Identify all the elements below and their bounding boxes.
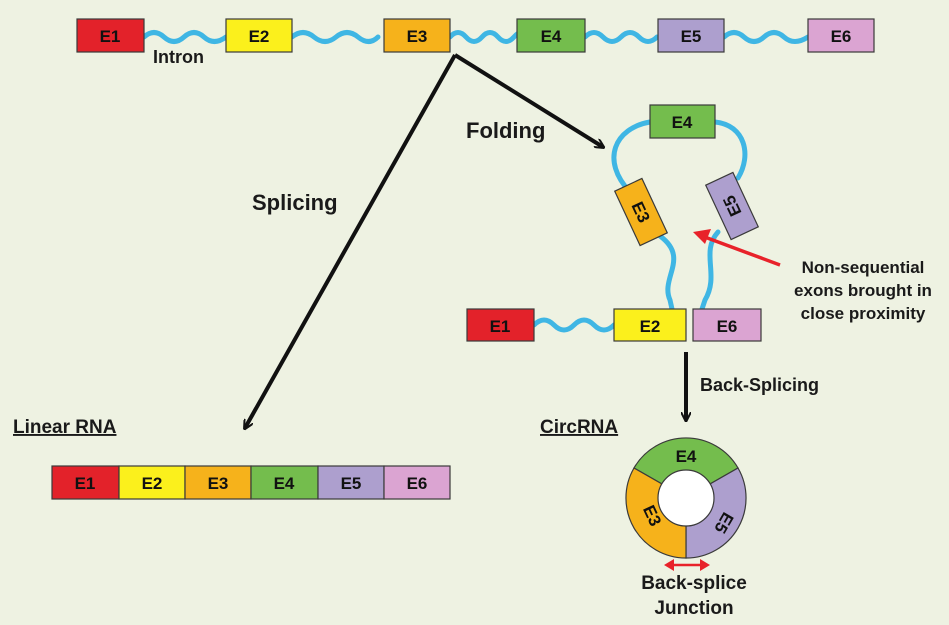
folding-arrow <box>453 53 603 147</box>
junction-double-arrow <box>664 559 710 571</box>
linear-rna: E1 E2 E3 E4 E5 E6 <box>51 465 451 500</box>
proximity-line-3: close proximity <box>801 304 926 323</box>
exon-label: E5 <box>681 27 702 46</box>
fold-exon-e2: E2 <box>613 308 687 342</box>
fold-stem-right <box>699 229 721 312</box>
junction-label-line-2: Junction <box>654 598 733 619</box>
exon-label: E5 <box>341 474 362 493</box>
junction-arrow-head-left <box>664 559 674 571</box>
intron-5-6 <box>721 30 811 44</box>
fold-exon-e6: E6 <box>692 308 762 342</box>
exon-e4: E4 <box>516 18 586 53</box>
junction-label-line-1: Back-splice <box>641 573 747 594</box>
exon-e5: E5 <box>657 18 725 53</box>
circrna-ring: E4 E5 E3 <box>625 437 747 559</box>
linear-rna-heading: Linear RNA <box>13 417 117 438</box>
exon-label: E1 <box>100 27 121 46</box>
fold-loop-right <box>712 119 748 181</box>
intron-3-4 <box>447 30 531 44</box>
linear-exon-e2: E2 <box>118 465 186 500</box>
fold-loop <box>611 119 653 195</box>
linear-exon-e5: E5 <box>317 465 385 500</box>
exon-label: E6 <box>407 474 428 493</box>
splicing-arrow <box>245 54 457 428</box>
exon-e2: E2 <box>225 18 293 53</box>
fold-tail-left <box>531 317 617 333</box>
exon-label: E3 <box>407 27 428 46</box>
exon-label: E1 <box>490 317 511 336</box>
exon-label: E6 <box>831 27 852 46</box>
fold-stem-left <box>657 233 677 312</box>
proximity-arrow-head <box>693 229 711 244</box>
linear-exon-e3: E3 <box>184 465 252 500</box>
pre-mrna: E1 E2 E3 E4 E5 E6 Intron <box>76 18 875 67</box>
exon-label: E4 <box>672 113 693 132</box>
exon-label: E2 <box>142 474 163 493</box>
exon-e3: E3 <box>383 18 451 53</box>
intron-label: Intron <box>153 47 204 67</box>
proximity-line-2: exons brought in <box>794 281 932 300</box>
ring-label-e4: E4 <box>676 447 697 466</box>
intron-1-2 <box>141 30 229 44</box>
exon-label: E6 <box>717 317 738 336</box>
fold-exon-e5: E5 <box>704 171 760 241</box>
linear-exon-e4: E4 <box>250 465 319 500</box>
proximity-arrow-shaft <box>701 234 781 267</box>
back-splicing-label: Back-Splicing <box>700 375 819 395</box>
exon-label: E4 <box>541 27 562 46</box>
exon-label: E4 <box>274 474 295 493</box>
fold-exon-e4: E4 <box>649 104 716 139</box>
intron-4-5 <box>582 30 660 44</box>
folding-label: Folding <box>466 118 545 143</box>
exon-e6: E6 <box>807 18 875 53</box>
ring-hole <box>657 469 715 527</box>
exon-label: E2 <box>640 317 661 336</box>
circrna-heading: CircRNA <box>540 417 618 438</box>
exon-label: E2 <box>249 27 270 46</box>
proximity-annotation: Non-sequential exons brought in close pr… <box>693 229 932 323</box>
intron-2-3 <box>289 30 381 44</box>
fold-exon-e1: E1 <box>466 308 535 342</box>
exon-label: E3 <box>208 474 229 493</box>
proximity-line-1: Non-sequential <box>802 258 925 277</box>
exon-e1: E1 <box>76 18 145 53</box>
fold-exon-e3: E3 <box>613 177 669 247</box>
linear-exon-e1: E1 <box>51 465 120 500</box>
linear-exon-e6: E6 <box>383 465 451 500</box>
junction-arrow-head-right <box>700 559 710 571</box>
splicing-label: Splicing <box>252 190 338 215</box>
exon-label: E1 <box>75 474 96 493</box>
